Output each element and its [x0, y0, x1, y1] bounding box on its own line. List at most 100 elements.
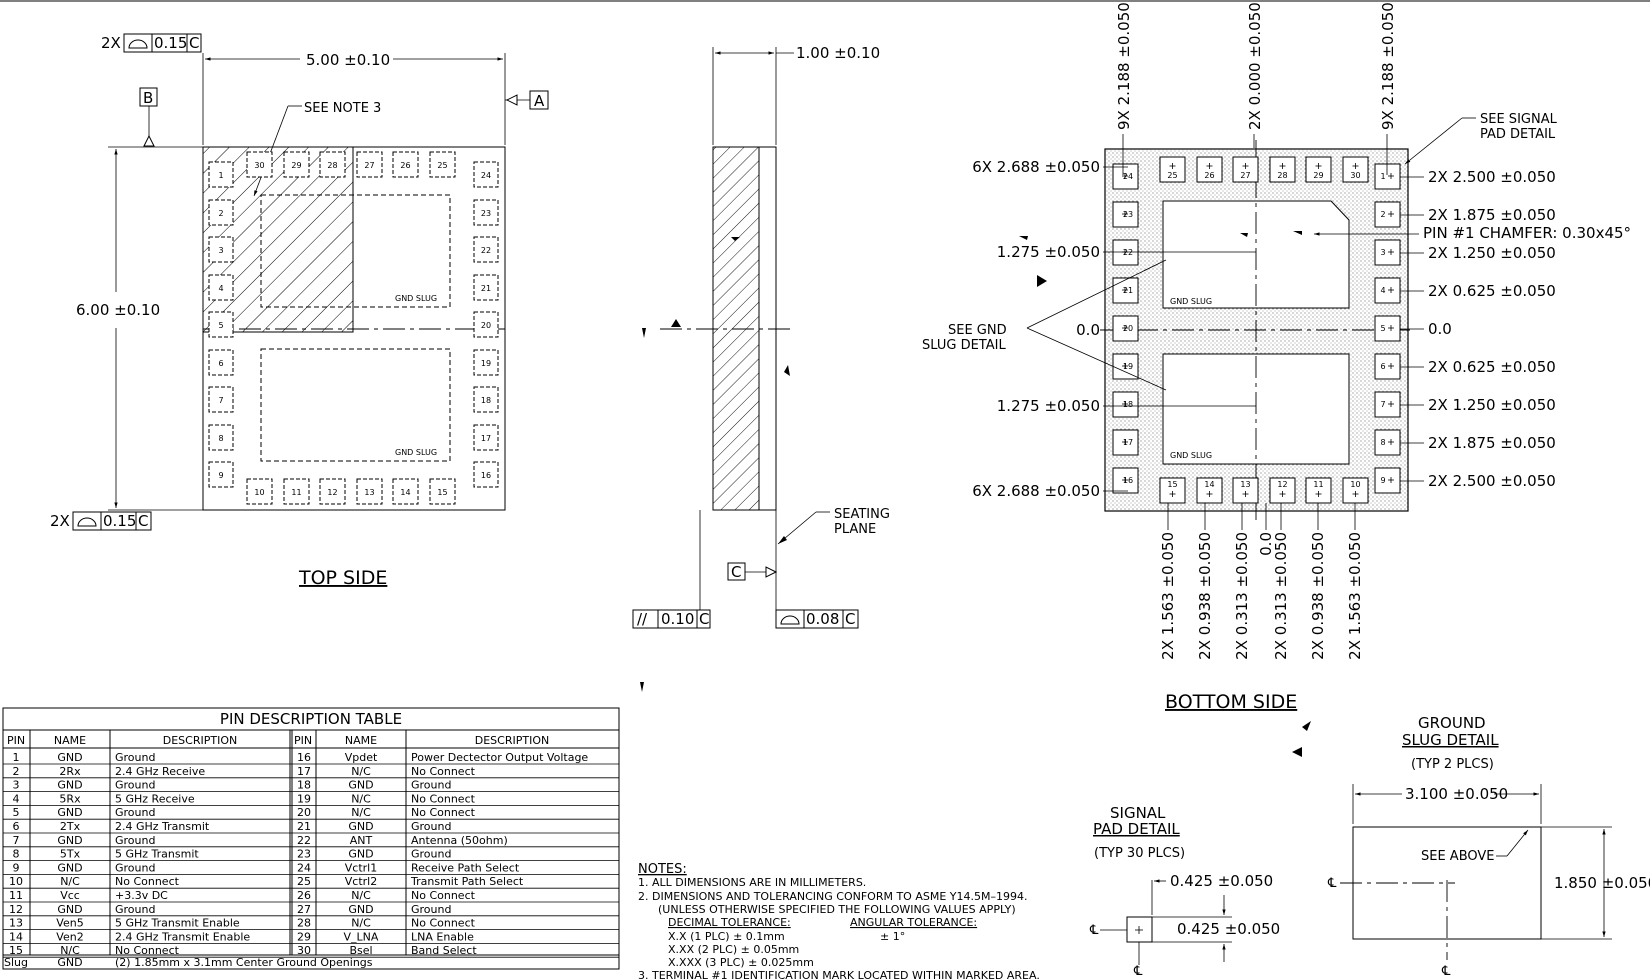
pin-number: 21: [481, 284, 491, 293]
top-pad: [319, 151, 346, 178]
pin-description-cell: No Connect: [411, 806, 476, 819]
bottom-pad: [1159, 156, 1186, 183]
pin-description-cell: +3.3v DC: [115, 889, 168, 902]
pin-cell: 14: [9, 930, 23, 943]
pin-description-cell: Ground: [411, 820, 451, 833]
bottom-pad: [1232, 477, 1259, 504]
top-pad: [473, 274, 499, 301]
pin-description-cell: 5 GHz Receive: [115, 792, 195, 805]
centerline-icon: ℄: [1441, 964, 1451, 979]
pin-description-cell: Power Dectector Output Voltage: [411, 751, 588, 764]
pin-number: 9: [218, 471, 223, 480]
pin-cell: 21: [297, 820, 311, 833]
flatness-top-value: 0.15: [154, 34, 187, 52]
left-dim-label: 1.275 ±0.050: [997, 243, 1100, 261]
left-dim-label: 1.275 ±0.050: [997, 397, 1100, 415]
pin-number: 17: [481, 434, 491, 443]
pin-description-cell: Ground: [115, 861, 155, 874]
pin-number: 30: [1350, 171, 1360, 180]
right-dim-label: 2X 1.250 ±0.050: [1428, 396, 1556, 414]
pin-name-cell: ANT: [350, 834, 373, 847]
pin-number: 3: [1380, 248, 1385, 257]
pin-description-cell: Receive Path Select: [411, 861, 520, 874]
pin-table-header: DESCRIPTION: [163, 734, 237, 747]
right-dim-label: 2X 1.250 ±0.050: [1428, 244, 1556, 262]
parallelism-frame: [632, 609, 711, 629]
bottom-pad: [1374, 163, 1401, 190]
bottom-pad: [1112, 429, 1139, 456]
see-note-3-label: SEE NOTE 3: [304, 101, 381, 116]
pin-cell: 3: [13, 779, 20, 792]
bottom-pad: [1232, 156, 1259, 183]
ground-detail-qty: (TYP 2 PLCS): [1411, 757, 1494, 772]
top-pad: [392, 151, 419, 178]
pin-description-cell: 5 GHz Transmit: [115, 848, 199, 861]
flatness-top-count: 2X: [101, 34, 121, 52]
top-pad: [208, 386, 234, 413]
slug-label-lower: GND SLUG: [395, 448, 437, 457]
top-pad: [473, 161, 499, 188]
top-dim-right: 9X 2.188 ±0.050: [1379, 2, 1397, 130]
signal-height-dim: 0.425 ±0.050: [1177, 920, 1280, 938]
pin-name-cell: Vctrl2: [345, 875, 377, 888]
pin-number: 12: [327, 488, 337, 497]
pin-name-cell: N/C: [351, 889, 371, 902]
signal-width-dim: 0.425 ±0.050: [1170, 872, 1273, 890]
hidden-gnd-slug-lower: [260, 348, 451, 462]
slug-row-pin: Slug: [4, 956, 28, 969]
pin-name-cell: Ven2: [56, 930, 83, 943]
note-2: 2. DIMENSIONS AND TOLERANCING CONFORM TO…: [638, 890, 1027, 903]
pin-number: 20: [1123, 324, 1133, 333]
pin-number: 16: [481, 471, 491, 480]
pin-name-cell: Bsel: [349, 944, 372, 957]
bottom-pad: [1112, 467, 1139, 494]
pin-number: 29: [291, 161, 301, 170]
bottom-pad: [1112, 353, 1139, 380]
pin-cell: 23: [297, 848, 311, 861]
pin-name-cell: N/C: [351, 765, 371, 778]
pin-number: 29: [1313, 171, 1323, 180]
pin-name-cell: N/C: [351, 792, 371, 805]
pin-number: 24: [481, 171, 491, 180]
pin-number: 6: [218, 359, 223, 368]
note-2-qualifier: (UNLESS OTHERWISE SPECIFIED THE FOLLOWIN…: [658, 903, 1016, 916]
ground-detail-title-2: SLUG DETAIL: [1402, 731, 1499, 749]
pin-number: 12: [1277, 480, 1287, 489]
pin-number: 24: [1123, 172, 1133, 181]
slug-row-description: (2) 1.85mm x 3.1mm Center Ground Opening…: [115, 956, 373, 969]
top-pad: [473, 386, 499, 413]
top-pad: [473, 311, 499, 338]
signal-detail-title-2: PAD DETAIL: [1093, 820, 1180, 838]
pin-number: 21: [1123, 286, 1133, 295]
slug-label-upper: GND SLUG: [1170, 297, 1212, 306]
datum-c-box: [727, 562, 746, 581]
bottom-dim-label: 2X 0.938 ±0.050: [1309, 532, 1327, 660]
top-pad: [392, 478, 419, 505]
pin-name-cell: GND: [57, 903, 82, 916]
see-above-label: SEE ABOVE: [1421, 849, 1495, 864]
pin-name-cell: GND: [348, 820, 373, 833]
pin-cell: 2: [13, 765, 20, 778]
decimal-tolerance-heading: DECIMAL TOLERANCE:: [668, 916, 791, 929]
pin-number: 23: [1123, 210, 1133, 219]
top-side-view: 2X 0.15 C 5.00 ±0.10 A B SEE NOTE 3: [50, 33, 549, 589]
pin-number: 27: [1240, 171, 1250, 180]
pin-name-cell: V_LNA: [344, 930, 379, 943]
pin-number: 3: [218, 246, 223, 255]
bottom-dim-label: 2X 0.313 ±0.050: [1272, 532, 1290, 660]
top-dim-left: 9X 2.188 ±0.050: [1115, 2, 1133, 130]
pin-name-cell: GND: [348, 779, 373, 792]
pin-cell: 6: [13, 820, 20, 833]
pin-number: 7: [1380, 400, 1385, 409]
pin-name-cell: GND: [57, 751, 82, 764]
pin-name-cell: Vctrl1: [345, 861, 377, 874]
pin-number: 27: [364, 161, 374, 170]
bottom-pad: [1374, 239, 1401, 266]
pin-description-cell: Band Select: [411, 944, 477, 957]
pin-name-cell: GND: [57, 861, 82, 874]
bottom-pad: [1374, 467, 1401, 494]
